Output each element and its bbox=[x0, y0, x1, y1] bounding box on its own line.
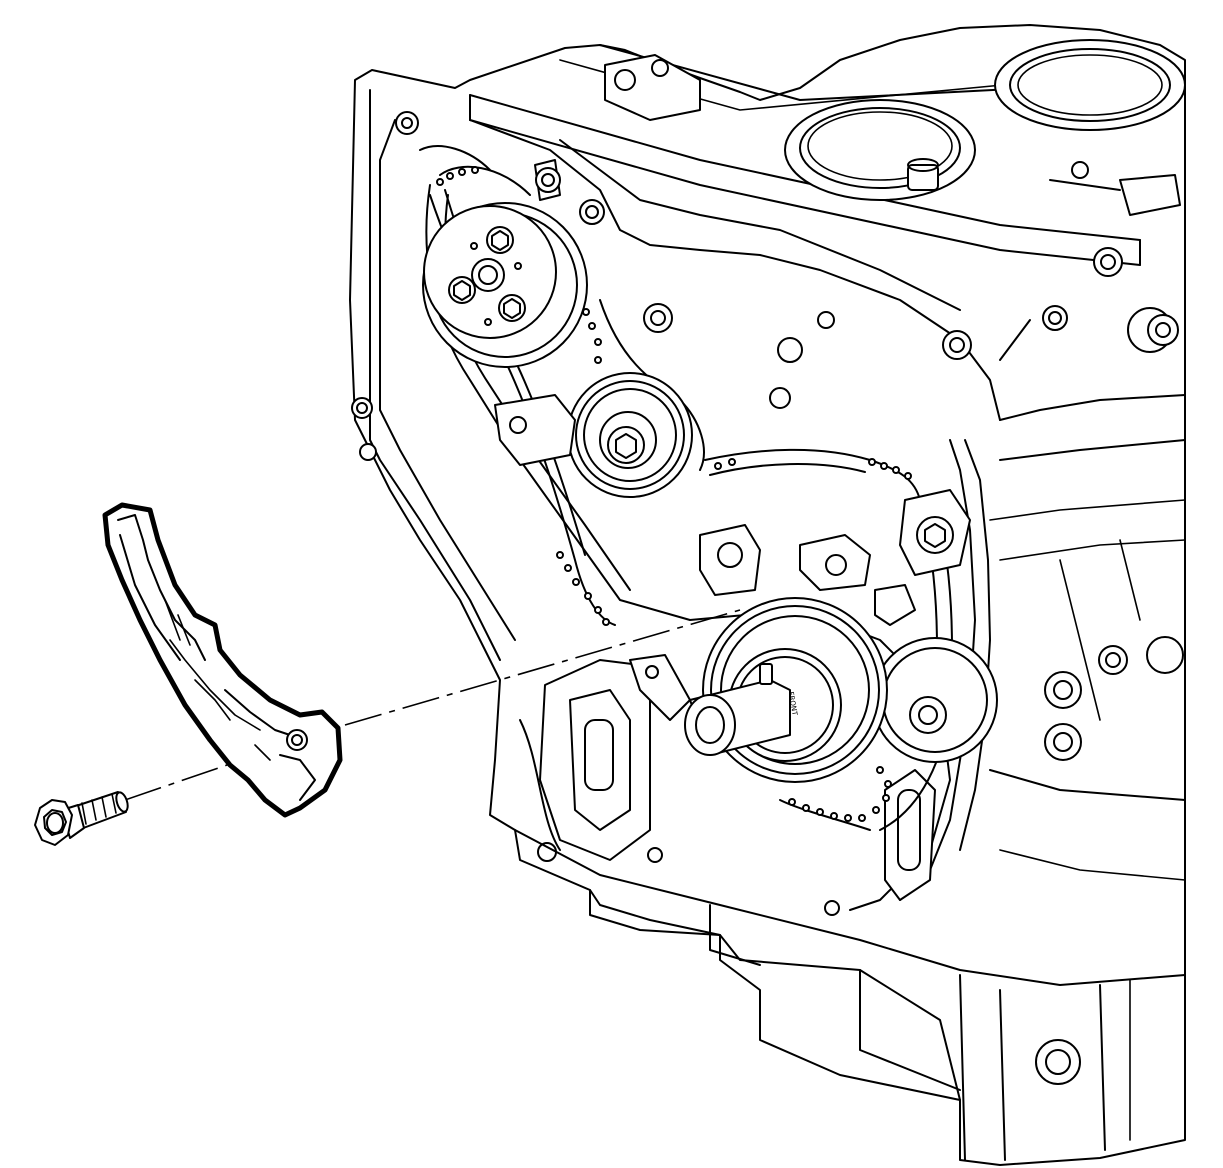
chain-links bbox=[436, 166, 912, 822]
idler-sprocket bbox=[494, 372, 693, 498]
camshaft-sprocket bbox=[422, 202, 588, 368]
cam-bolt-3 bbox=[498, 294, 526, 322]
cam-bolt-2 bbox=[448, 276, 476, 304]
timing-chain-guide bbox=[102, 502, 343, 818]
engine-block bbox=[349, 24, 1186, 1166]
cam-bolt-1 bbox=[486, 226, 514, 254]
crankshaft-sprocket: FRONT bbox=[629, 597, 888, 783]
guide-bolt bbox=[34, 791, 129, 846]
